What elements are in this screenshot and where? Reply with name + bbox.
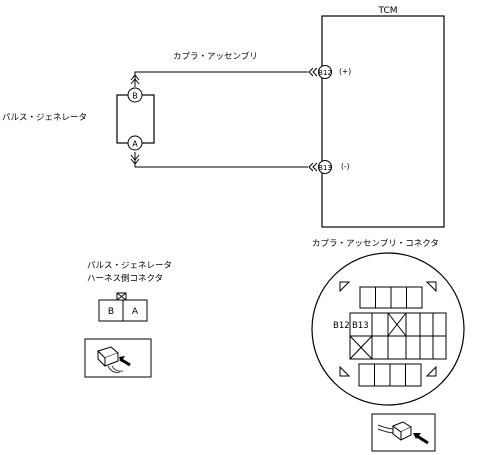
terminal-a-circle (127, 135, 143, 151)
pin-b13-label: B13 (318, 164, 332, 172)
harness-connector-title-1: パルス・ジェネレータ (87, 261, 172, 271)
coupler-cell-b13: B13 (352, 321, 369, 331)
corner-key (425, 281, 437, 293)
pulse-generator-label: パルス・ジェネレータ (2, 113, 87, 123)
corner-key (425, 365, 437, 377)
chevron-icon (130, 154, 140, 161)
terminal-a-label: A (132, 140, 138, 149)
tcm-box (321, 15, 445, 228)
chevron-icon (312, 162, 318, 172)
tcm-label: TCM (377, 6, 397, 16)
coupler-cell-b12: B12 (333, 321, 350, 331)
plug-view-arrow-icon (84, 338, 152, 378)
corner-key (339, 365, 351, 377)
pin-b12-label: B12 (318, 69, 332, 77)
pin-b12-polarity: (+) (339, 67, 351, 76)
coupler-connector-title: カプラ・アッセンブリ・コネクタ (312, 238, 439, 249)
chevron-icon (130, 74, 140, 81)
chevron-icon (130, 78, 140, 85)
harness-cell-a: A (132, 307, 139, 317)
chevron-icon (308, 162, 314, 172)
wire-a-b13 (134, 152, 308, 168)
terminal-b-circle (127, 87, 143, 103)
chevron-icon (308, 67, 314, 77)
cavity-grid (349, 286, 447, 387)
pin-b13-circle (318, 160, 332, 174)
coupler-assembly-label: カプラ・アッセンブリ (173, 51, 258, 62)
pin-b12-circle (318, 65, 332, 79)
pin-b13-polarity: (-) (341, 162, 350, 171)
wire-b-b12 (134, 71, 308, 87)
coupler-connector-outline (311, 252, 465, 406)
chevron-icon (130, 158, 140, 165)
plug-view-arrow-icon (371, 413, 436, 452)
terminal-b-label: B (132, 92, 138, 101)
corner-key (339, 281, 351, 293)
chevron-icon (312, 67, 318, 77)
harness-connector-title-2: ハーネス側コネクタ (87, 273, 163, 284)
harness-cell-b: B (108, 307, 114, 317)
